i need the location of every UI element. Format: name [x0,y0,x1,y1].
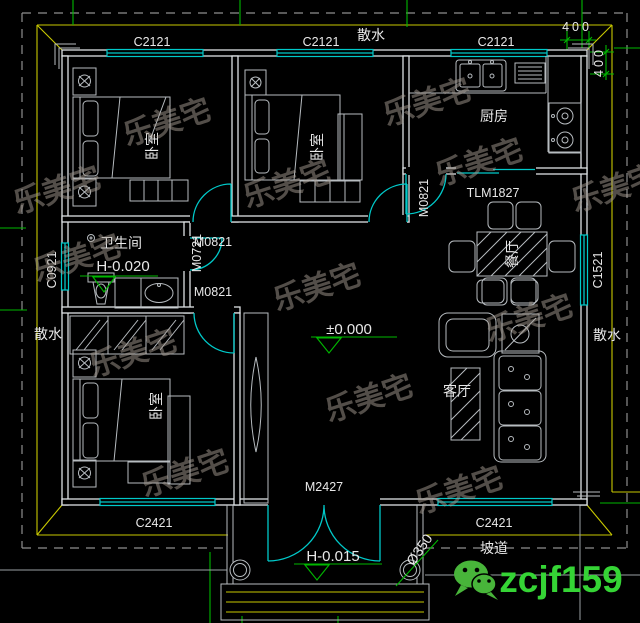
label-column-diameter: Ø350 [403,531,436,568]
hallway-cabinet [243,312,269,504]
eave-dim-horizontal: 400 [562,20,592,34]
cooktop [548,102,582,154]
watermark-text: 乐美宅 [481,288,577,348]
wardrobe [69,315,185,355]
level-entrance: H-0.015 [306,548,359,565]
watermark-text: 乐美宅 [9,160,105,220]
bedroom2-furniture [244,69,363,203]
level-bathroom: H-0.020 [96,258,149,275]
vanity-counter [114,277,179,309]
window-c2121-1 [106,48,204,58]
label-door-m2427: M2427 [305,480,343,494]
side-table [501,313,540,354]
window-c2421-right [437,497,553,507]
door-tlm-sliding [457,168,535,174]
windows [60,48,589,507]
door-bedroom2-swing [368,183,408,223]
label-door-tlm1827: TLM1827 [467,186,520,200]
label-window-c2121-2: C2121 [303,35,340,49]
window-c1521 [579,234,589,306]
label-apron-right: 散水 [593,327,621,343]
window-c0921 [60,242,70,291]
doors [189,168,535,562]
label-window-c0921: C0921 [45,252,59,289]
window-c2121-3 [450,48,548,58]
window-c2421-left [99,497,216,507]
label-window-c2121-1: C2121 [134,35,171,49]
level-markers: ±0.000 H-0.020 H-0.015 [80,258,397,581]
sofa [493,350,547,463]
floor-drain [87,234,95,242]
door-bedroom3-swing [193,312,235,354]
bedroom1-furniture [72,67,189,207]
label-apron-left: 散水 [34,326,62,342]
label-window-c2121-3: C2121 [478,35,515,49]
label-room-bedroom2: 卧室 [309,133,325,161]
bedroom3-furniture [69,315,191,488]
door-bedroom1-swing [192,183,232,223]
kitchen-sink [455,59,507,92]
wechat-icon [454,560,498,600]
door-kitchen-swing [405,173,447,215]
window-c2121-2 [276,48,374,58]
eave-outline [36,24,640,536]
label-door-m0821-kitchen: M0821 [417,179,431,217]
watermark-text: 乐美宅 [137,443,233,503]
wechat-id-text: zcjf159 [499,559,622,600]
bed-2 [244,94,341,181]
label-room-dining: 餐厅 [504,240,520,268]
label-apron-top: 散水 [357,27,385,43]
label-door-m0721: M0721 [190,234,204,272]
label-door-m0821-a: M0821 [194,235,232,249]
label-door-m0821-b: M0821 [194,285,232,299]
label-room-living: 客厅 [443,383,471,399]
watermark-text: 乐美宅 [379,72,475,132]
door-bathroom-swing [189,237,223,271]
coffee-table [450,367,481,441]
watermark-text: 乐美宅 [269,257,365,317]
watermark-text: 乐美宅 [239,154,335,214]
label-window-c1521: C1521 [591,252,605,289]
watermark-text: 乐美宅 [119,92,215,152]
entrance-steps [220,583,430,621]
column-dim-leader [395,539,439,587]
porch-column-left [229,559,251,581]
eave-dimension-marks: 400 400 [560,20,614,80]
labels: C2121 C2121 C2121 散水 散水 散水 C0921 C1521 C… [34,27,621,568]
contact-badge: zcjf159 [454,559,623,600]
armchair [438,312,497,358]
label-window-c2421-right: C2421 [476,516,513,530]
living-furniture [243,279,547,504]
dining-furniture [448,201,576,306]
label-room-bedroom1: 卧室 [144,132,160,160]
range-hood [514,62,546,84]
watermark-text: 乐美宅 [85,323,181,383]
level-ground: ±0.000 [326,321,372,338]
watermark-text: 乐美宅 [411,460,507,520]
watermark-text: 乐美宅 [29,228,125,288]
eave-dim-vertical: 400 [592,47,606,77]
label-room-kitchen: 厨房 [480,108,508,124]
label-room-bathroom: 卫生间 [100,235,142,251]
porch-and-steps [220,505,439,621]
door-entrance-double-swing [267,504,381,562]
watermark-text: 乐美宅 [431,132,527,192]
bed-1 [72,96,171,179]
watermark-text: 乐美宅 [321,368,417,428]
dining-table [476,231,548,277]
label-room-bedroom3: 卧室 [148,392,164,420]
kitchen-fixtures [409,56,582,154]
label-window-c2421-left: C2421 [136,516,173,530]
label-ramp: 坡道 [480,540,508,556]
